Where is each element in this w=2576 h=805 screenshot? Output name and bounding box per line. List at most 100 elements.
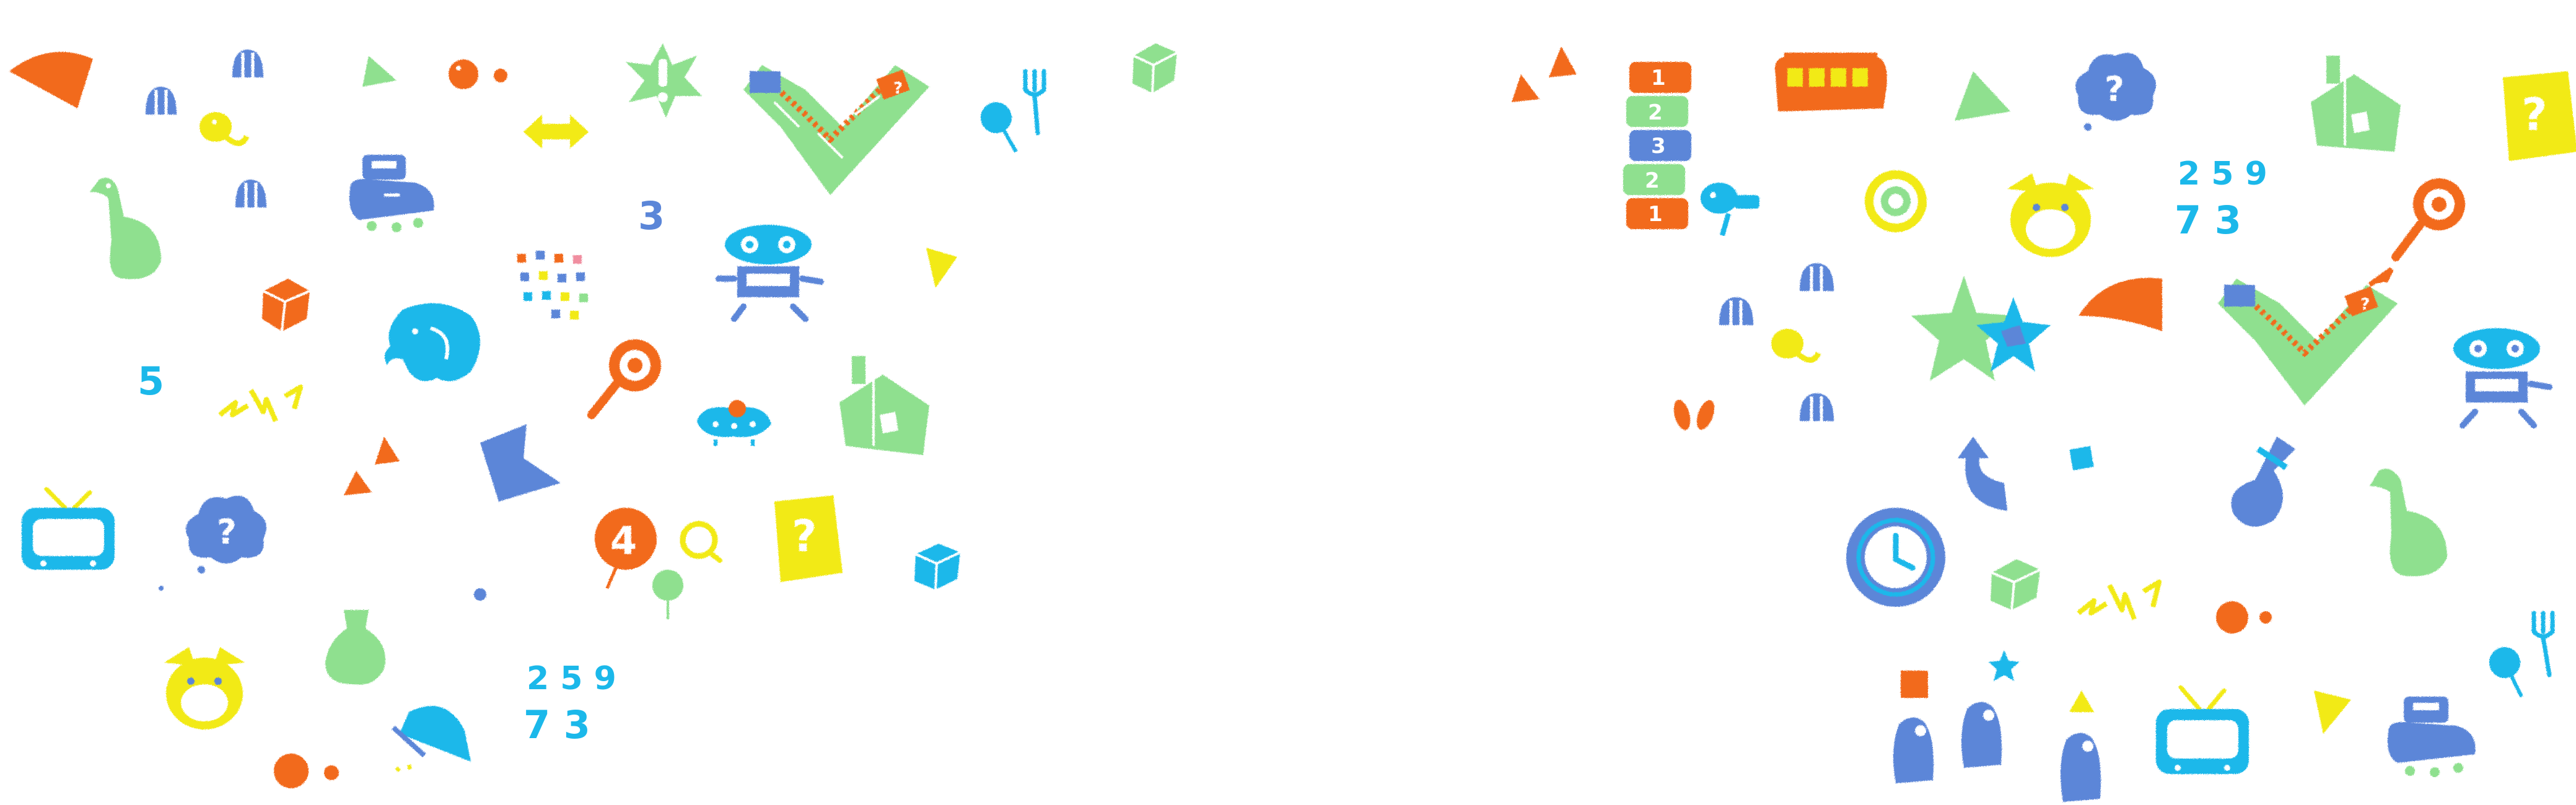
yellow-speech-bubble-icon bbox=[675, 520, 725, 564]
stack-number-label: 1 bbox=[1651, 66, 1666, 90]
orange-magnifier-icon bbox=[585, 334, 666, 421]
orange-triangle-pair-icon bbox=[338, 433, 412, 502]
yellow-triangle-icon bbox=[923, 245, 960, 291]
orange-number-balloon-icon: 4 bbox=[592, 505, 666, 591]
cyan-star-icon bbox=[1973, 294, 2054, 375]
number-cluster-bottom-label: 7 3 bbox=[2175, 198, 2241, 243]
yellow-triangle-icon bbox=[2311, 687, 2354, 737]
number-four-label: 4 bbox=[610, 518, 637, 564]
yellow-dog-face-icon bbox=[155, 638, 254, 737]
stack-number-label: 2 bbox=[1648, 100, 1663, 125]
blue-question-cloud-icon: ? bbox=[2066, 46, 2165, 139]
orange-cube-icon bbox=[257, 276, 313, 334]
striped-ball-icon bbox=[232, 176, 269, 214]
blue-penguin-icon bbox=[1955, 697, 2010, 771]
svg-text:?: ? bbox=[893, 79, 903, 98]
green-triangle-icon bbox=[356, 53, 400, 90]
orange-magnifier-icon bbox=[2388, 173, 2469, 266]
green-exclamation-star-icon bbox=[623, 40, 703, 121]
stack-number-label: 1 bbox=[1648, 202, 1663, 227]
striped-ball-icon bbox=[142, 84, 180, 121]
blue-question-cloud-icon: ? bbox=[159, 489, 273, 591]
green-duck-icon bbox=[2367, 464, 2460, 582]
yellow-dog-face-icon bbox=[1998, 164, 2103, 263]
stack-number-label: 3 bbox=[1651, 134, 1666, 159]
cyan-cube-icon bbox=[911, 539, 963, 594]
green-duck-icon bbox=[87, 173, 173, 285]
cyan-balloon-icon bbox=[2487, 644, 2531, 700]
striped-ball-icon bbox=[1797, 390, 1837, 427]
blue-clock-icon bbox=[1843, 505, 1948, 610]
green-balloon-icon bbox=[649, 567, 686, 622]
cyan-fork-icon bbox=[2528, 610, 2565, 678]
number-cluster-top-label: 2 5 9 bbox=[527, 660, 616, 697]
yellow-target-icon bbox=[1862, 167, 1930, 235]
striped-ball-icon bbox=[1716, 294, 1756, 331]
cyan-square-icon bbox=[2066, 443, 2097, 474]
blue-curved-arrow-icon bbox=[1948, 433, 2017, 514]
number-three-label: 3 bbox=[638, 193, 665, 238]
green-cube-icon bbox=[1128, 40, 1180, 96]
svg-text:?: ? bbox=[2521, 89, 2548, 141]
blue-penguin-icon bbox=[2054, 728, 2109, 805]
number-cluster-bottom-label: 7 3 bbox=[524, 702, 590, 747]
yellow-drop-icon bbox=[197, 108, 250, 152]
question-mark-label: ? bbox=[217, 512, 237, 552]
yellow-double-arrow-icon bbox=[520, 108, 592, 155]
cyan-robot-icon bbox=[712, 223, 827, 328]
green-house-icon bbox=[2308, 53, 2410, 158]
blue-car-icon bbox=[347, 152, 440, 238]
svg-text:?: ? bbox=[792, 511, 817, 562]
color-dot-grid-icon bbox=[514, 248, 595, 322]
cyan-bell-icon bbox=[390, 694, 477, 774]
left-doodle-group: ? bbox=[0, 0, 1208, 805]
stack-block-2 bbox=[1623, 93, 1691, 130]
cyan-tv-icon bbox=[15, 483, 121, 582]
green-star-icon bbox=[1908, 272, 2020, 384]
stack-block-1 bbox=[1626, 59, 1694, 96]
yellow-lightning-icon bbox=[2072, 570, 2165, 632]
green-cube-icon bbox=[1986, 554, 2044, 613]
blue-bell-icon bbox=[2224, 433, 2298, 533]
striped-ball-icon bbox=[229, 46, 266, 84]
yellow-drop-icon bbox=[1769, 325, 1821, 368]
stack-block-3 bbox=[1626, 127, 1694, 164]
yellow-question-card-icon: ? bbox=[2497, 68, 2576, 164]
green-triangle-icon bbox=[1948, 68, 2017, 124]
blue-robot-icon bbox=[2441, 325, 2556, 433]
question-mark-label: ? bbox=[2105, 69, 2124, 109]
orange-square-icon bbox=[1896, 666, 1933, 703]
orange-dots-icon bbox=[2215, 598, 2277, 638]
blue-flag-icon bbox=[474, 421, 567, 508]
orange-dots-icon bbox=[273, 749, 347, 793]
svg-text:?: ? bbox=[2360, 295, 2370, 314]
cyan-elephant-icon bbox=[378, 297, 489, 390]
orange-dots-icon bbox=[446, 56, 514, 93]
orange-bus-icon bbox=[1769, 50, 1893, 124]
cyan-tv-icon bbox=[2150, 681, 2255, 786]
green-house-icon bbox=[836, 353, 935, 458]
blue-car-icon bbox=[2385, 694, 2484, 783]
orange-triangle-pair-icon bbox=[1505, 40, 1592, 108]
stack-block-4 bbox=[1620, 161, 1688, 198]
green-vase-icon bbox=[319, 607, 393, 687]
cyan-fork-icon bbox=[1019, 68, 1056, 136]
number-cluster-top-label: 2 5 9 bbox=[2178, 155, 2267, 193]
striped-ball-icon bbox=[1797, 260, 1837, 297]
yellow-lightning-icon bbox=[214, 378, 307, 433]
cyan-balloon-icon bbox=[979, 99, 1022, 155]
number-five-label: 5 bbox=[138, 359, 165, 404]
cyan-submarine-icon bbox=[691, 390, 778, 446]
cyan-key-icon bbox=[1698, 176, 1766, 238]
orange-leaves-icon bbox=[1670, 393, 1719, 437]
yellow-small-triangle-icon bbox=[2066, 687, 2097, 715]
stack-block-5 bbox=[1623, 195, 1691, 232]
orange-fan-icon bbox=[6, 46, 99, 115]
yellow-question-card-icon: ? bbox=[768, 492, 849, 585]
number-stack: 1 2 3 2 1 bbox=[1620, 59, 1732, 245]
cyan-small-star-icon bbox=[1986, 647, 2023, 684]
board-game-path-icon: ? bbox=[2212, 266, 2404, 421]
blue-penguin-icon bbox=[1886, 712, 1942, 786]
board-game-path-icon: ? bbox=[737, 53, 935, 214]
